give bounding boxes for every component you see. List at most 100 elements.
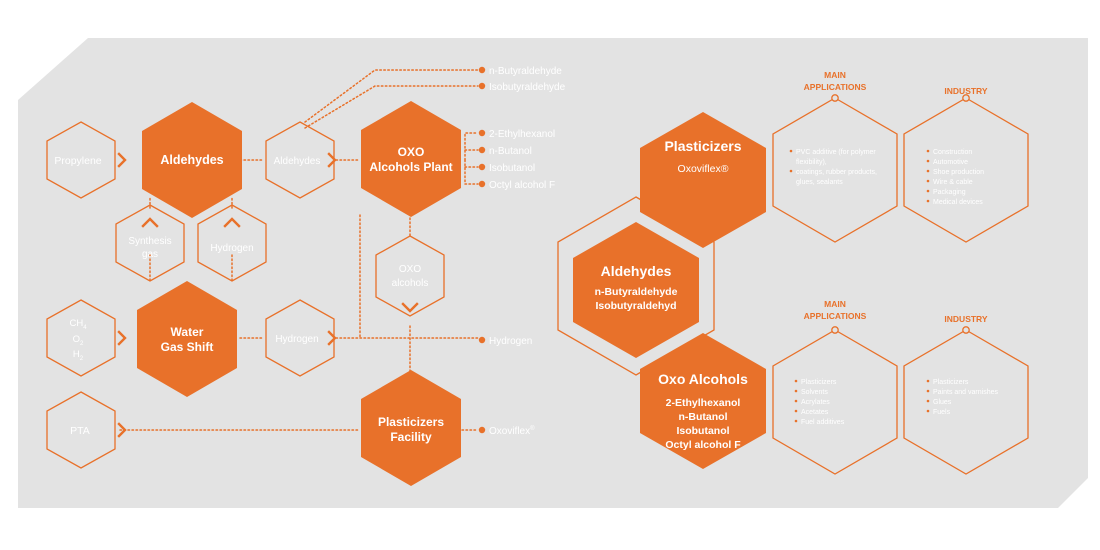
list-item: Fuels (933, 409, 951, 416)
gases-hex (46, 299, 116, 377)
hydrogen-mid-label: Hydrogen (210, 243, 253, 254)
oxo-alcohols-hex (640, 333, 766, 469)
list-item: Acetates (801, 409, 829, 416)
plasticizers-sub: Oxoviflex® (678, 163, 729, 175)
plasticizers-title: Plasticizers (664, 138, 741, 154)
output-n-butyraldehyde: n-Butyraldehyde (489, 66, 562, 77)
plasticizers-hex (640, 112, 766, 248)
list-item: Paints and varnishes (933, 389, 998, 396)
list-item: Wire & cable (933, 179, 973, 186)
aldehydes-outline-large-hex (557, 196, 715, 376)
bottom-applications-list: Plasticizers Solvents Acrylates Acetates… (794, 379, 845, 426)
list-item: Acrylates (801, 399, 830, 406)
oxo-plant-hex (361, 101, 461, 217)
list-item: Medical devices (933, 199, 983, 206)
output-isobutyraldehyde: Isobutyraldehyde (489, 82, 566, 93)
propylene-hex (46, 121, 116, 199)
node-dot (478, 336, 486, 344)
output-hydrogen: Hydrogen (489, 336, 532, 347)
aldehydes-right-hex (573, 222, 699, 358)
output-octyl-alcohol: Octyl alcohol F (489, 180, 555, 191)
ch4-label: CH4 (69, 318, 87, 331)
aldehydes-hex-label: Aldehydes (160, 153, 223, 167)
node-dot (478, 426, 486, 434)
water-gas-shift-hex (137, 281, 237, 397)
left-connectors (119, 66, 486, 434)
hydrogen-out-hex-label: Hydrogen (275, 334, 318, 345)
aldehydes-title: Aldehydes (601, 263, 672, 279)
water-gas-shift-label-2: Gas Shift (161, 340, 214, 354)
list-item: Fuel additives (801, 419, 845, 426)
top-industry-header: INDUSTRY (944, 86, 987, 96)
pta-hex (46, 391, 116, 469)
aldehydes-out-label: Aldehydes (274, 156, 321, 167)
list-item: Plasticizers (933, 379, 969, 386)
chevron-right-icon (117, 422, 127, 438)
hydrogen-mid-hex (197, 204, 267, 282)
output-2-ethylhexanol: 2-Ethylhexanol (489, 129, 555, 140)
node-dot (962, 326, 970, 334)
chevron-right-icon (327, 152, 337, 168)
bottom-main-applications-header-2: APPLICATIONS (804, 311, 867, 321)
list-item: coatings, rubber products, (796, 169, 877, 176)
synthesis-gas-label-1: Synthesis (128, 236, 171, 247)
list-item: Solvents (801, 389, 828, 396)
node-dot (478, 146, 486, 154)
oxo-alcohols-item: n-Butanol (679, 411, 728, 423)
oxo-plant-label-1: OXO (398, 145, 425, 159)
pta-label: PTA (70, 425, 90, 437)
oxo-alcohols-small-hex (375, 235, 445, 317)
top-applications-list: PVC additive (for polymer flexibility), … (789, 149, 877, 186)
node-dot (831, 94, 839, 102)
node-dot (478, 180, 486, 188)
oxo-alcohols-small-label-2: alcohols (392, 278, 429, 289)
list-item: Shoe production (933, 169, 984, 176)
bottom-applications-hex (772, 329, 898, 475)
node-dot (478, 82, 486, 90)
water-gas-shift-label-1: Water (171, 325, 204, 339)
oxo-alcohols-title: Oxo Alcohols (658, 371, 748, 387)
output-n-butanol: n-Butanol (489, 146, 532, 157)
node-dot (478, 129, 486, 137)
oxo-plant-label-2: Alcohols Plant (369, 160, 452, 174)
top-applications-hex (772, 97, 898, 243)
oxo-alcohols-item: Octyl alcohol F (665, 439, 741, 451)
top-industry-list: Construction Automotive Shoe production … (926, 149, 984, 206)
o2-label: O2 (73, 334, 84, 347)
oxo-alcohols-item: 2-Ethylhexanol (666, 397, 741, 409)
list-item: Construction (933, 149, 972, 156)
top-main-applications-header-2: APPLICATIONS (804, 82, 867, 92)
list-item: Packaging (933, 189, 966, 196)
aldehydes-filled-hex (142, 102, 242, 218)
oxo-alcohols-small-label-1: OXO (399, 264, 421, 275)
oxo-alcohols-item: Isobutanol (676, 425, 729, 437)
list-item: glues, sealants (796, 179, 843, 186)
chevron-right-icon (117, 330, 127, 346)
plasticizers-facility-label-1: Plasticizers (378, 415, 444, 429)
chevron-right-icon (327, 330, 337, 346)
hydrogen-outline-hex (265, 299, 335, 377)
chevron-down-icon (401, 302, 419, 313)
output-oxoviflex: Oxoviflex® (489, 425, 535, 437)
chevron-right-icon (117, 152, 127, 168)
synthesis-gas-label-2: gas (142, 249, 158, 260)
chevron-up-icon (141, 217, 159, 228)
node-dot (831, 326, 839, 334)
list-item: Plasticizers (801, 379, 837, 386)
aldehydes-item: Isobutyraldehyd (595, 300, 676, 312)
list-item: flexibility), (796, 159, 827, 166)
chevron-up-icon (223, 217, 241, 228)
bottom-industry-hex (903, 329, 1029, 475)
propylene-label: Propylene (54, 155, 101, 167)
plasticizers-facility-hex (361, 370, 461, 486)
list-item: Automotive (933, 159, 968, 166)
aldehydes-item: n-Butyraldehyde (595, 286, 678, 298)
plasticizers-facility-label-2: Facility (390, 430, 432, 444)
aldehydes-outline-hex (265, 121, 335, 199)
h2-label: H2 (73, 349, 84, 362)
list-item: PVC additive (for polymer (796, 149, 876, 156)
list-item: Glues (933, 399, 952, 406)
bottom-industry-list: Plasticizers Paints and varnishes Glues … (926, 379, 998, 416)
bottom-main-applications-header-1: MAIN (824, 299, 846, 309)
